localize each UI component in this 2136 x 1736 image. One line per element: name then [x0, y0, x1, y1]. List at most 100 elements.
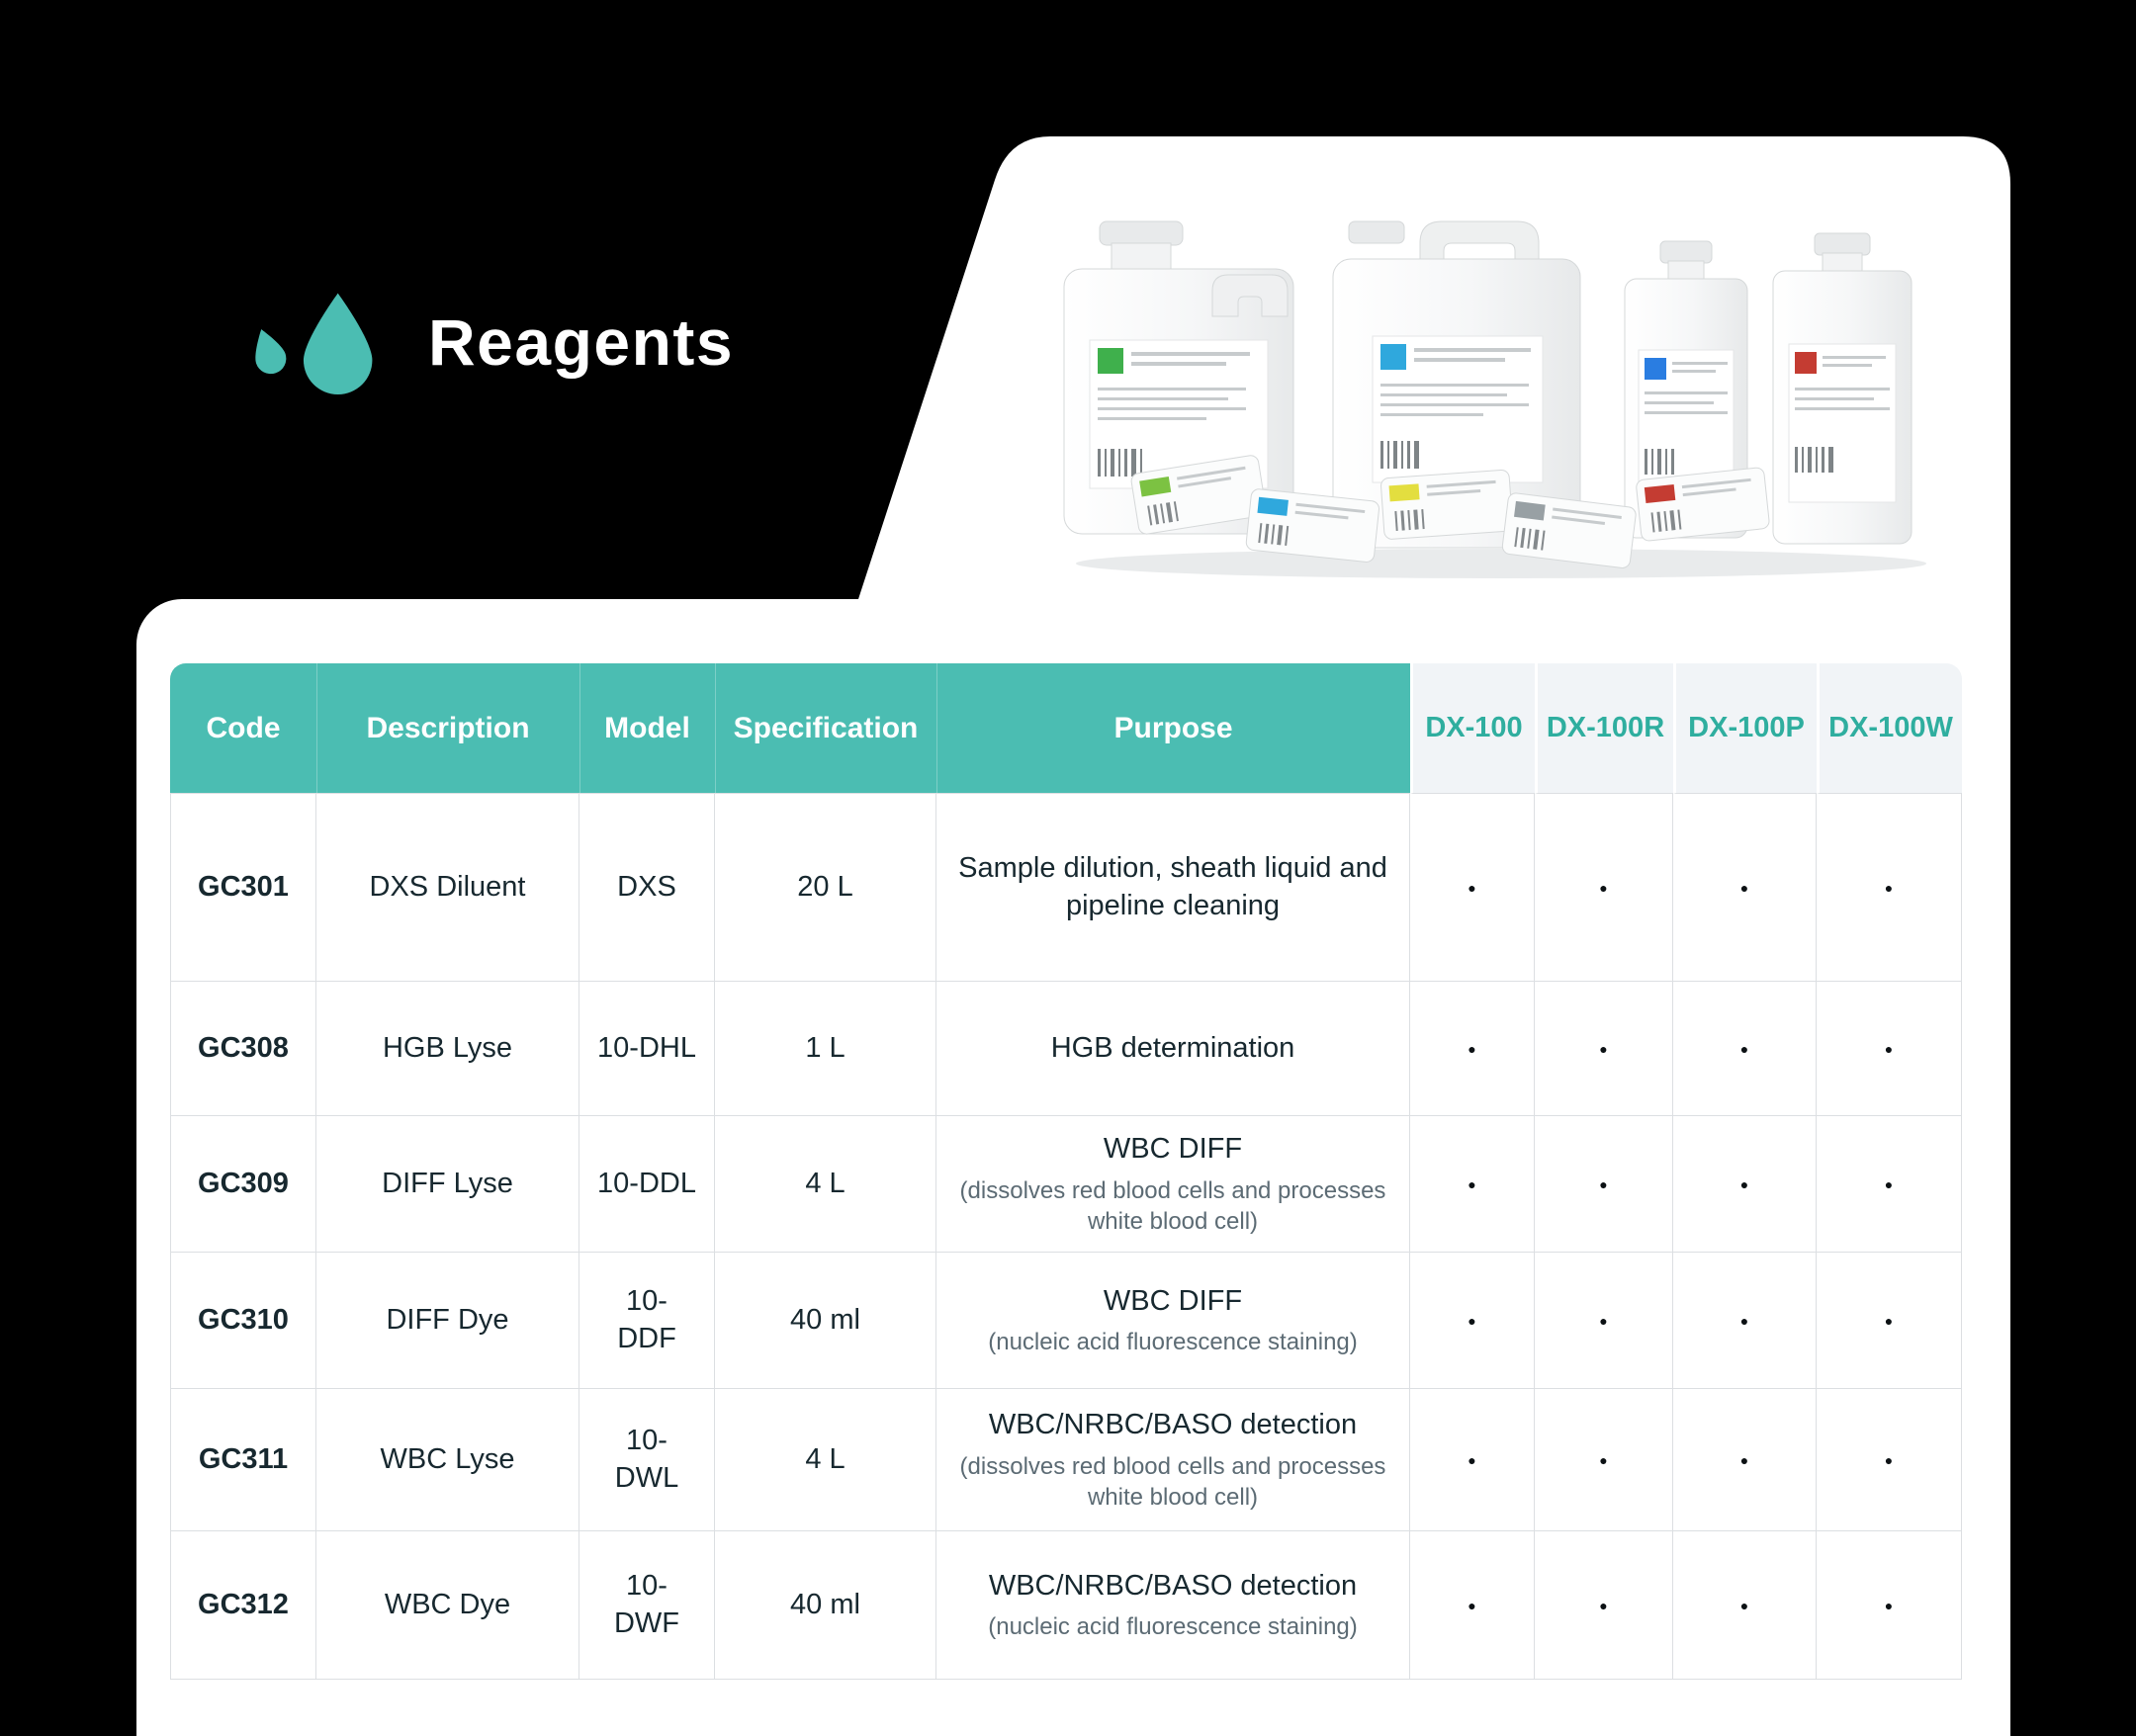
jug-center: [1332, 220, 1581, 549]
cell-purpose: WBC DIFF (dissolves red blood cells and …: [936, 1116, 1410, 1253]
cassette-1: [1130, 455, 1267, 535]
availability-dot: ●: [1468, 1451, 1476, 1468]
content-card: Code Description Model Specification Pur…: [136, 599, 2010, 1736]
availability-dx100r: ●: [1535, 1389, 1673, 1531]
availability-dot: ●: [1739, 1040, 1749, 1057]
cell-description: DIFF Dye: [316, 1253, 579, 1389]
availability-dx100: ●: [1410, 794, 1535, 982]
col-header-model: Model: [579, 663, 715, 794]
availability-dx100w: ●: [1817, 982, 1962, 1116]
cell-specification: 4 L: [715, 1116, 936, 1253]
page-title: Reagents: [428, 305, 735, 379]
purpose-text: WBC/NRBC/BASO detection: [988, 1408, 1358, 1440]
availability-dx100: ●: [1410, 1253, 1535, 1389]
availability-dot: ●: [1739, 879, 1749, 896]
cell-specification: 1 L: [715, 982, 936, 1116]
availability-dx100p: ●: [1673, 1253, 1817, 1389]
cell-model: DXS: [579, 794, 715, 982]
availability-dx100p: ●: [1673, 982, 1817, 1116]
cell-description: WBC Lyse: [316, 1389, 579, 1531]
cassette-4: [1501, 492, 1637, 568]
cell-code: GC309: [170, 1116, 316, 1253]
availability-dx100: ●: [1410, 1389, 1535, 1531]
cell-model: 10-DWF: [579, 1531, 715, 1680]
purpose-text: Sample dilution, sheath liquid and pipel…: [958, 851, 1387, 921]
cell-specification: 40 ml: [715, 1531, 936, 1680]
availability-dot: ●: [1884, 1312, 1894, 1329]
availability-dot: ●: [1884, 879, 1894, 896]
availability-dot: ●: [1599, 1312, 1608, 1329]
availability-dx100r: ●: [1535, 1531, 1673, 1680]
cassette-3: [1380, 469, 1513, 540]
purpose-note: (nucleic acid fluorescence staining): [988, 1329, 1358, 1356]
cell-purpose: HGB determination: [936, 982, 1410, 1116]
reagent-bottles-photo: [1063, 220, 1926, 578]
purpose-text: HGB determination: [1050, 1031, 1295, 1064]
availability-dot: ●: [1599, 879, 1608, 896]
cassette-row: [1130, 455, 1770, 568]
availability-dot: ●: [1468, 1312, 1476, 1329]
cell-model: 10-DDL: [579, 1116, 715, 1253]
cell-specification: 4 L: [715, 1389, 936, 1531]
availability-dx100p: ●: [1673, 1531, 1817, 1680]
availability-dot: ●: [1739, 1175, 1749, 1192]
cell-specification: 20 L: [715, 794, 936, 982]
availability-dot: ●: [1599, 1597, 1608, 1613]
availability-dx100p: ●: [1673, 1389, 1817, 1531]
col-header-dx100: DX-100: [1410, 663, 1535, 794]
availability-dx100r: ●: [1535, 982, 1673, 1116]
availability-dx100r: ●: [1535, 794, 1673, 982]
availability-dot: ●: [1884, 1040, 1894, 1057]
col-header-purpose: Purpose: [936, 663, 1410, 794]
availability-dot: ●: [1468, 1597, 1476, 1613]
cell-model: 10-DDF: [579, 1253, 715, 1389]
droplet-icon: [255, 293, 373, 395]
cell-description: DXS Diluent: [316, 794, 579, 982]
cassette-5: [1636, 467, 1770, 542]
bottle-right-2: [1772, 232, 1913, 545]
availability-dot: ●: [1739, 1451, 1749, 1468]
cassette-2: [1245, 488, 1380, 563]
cell-purpose: WBC/NRBC/BASO detection (dissolves red b…: [936, 1389, 1410, 1531]
availability-dot: ●: [1739, 1597, 1749, 1613]
availability-dot: ●: [1884, 1597, 1894, 1613]
cell-description: WBC Dye: [316, 1531, 579, 1680]
cell-model: 10-DHL: [579, 982, 715, 1116]
availability-dot: ●: [1739, 1312, 1749, 1329]
cell-model: 10-DWL: [579, 1389, 715, 1531]
availability-dx100: ●: [1410, 982, 1535, 1116]
availability-dot: ●: [1884, 1451, 1894, 1468]
availability-dx100p: ●: [1673, 794, 1817, 982]
cell-code: GC310: [170, 1253, 316, 1389]
availability-dx100w: ●: [1817, 1116, 1962, 1253]
availability-dx100: ●: [1410, 1531, 1535, 1680]
availability-dx100w: ●: [1817, 1253, 1962, 1389]
purpose-note: (dissolves red blood cells and processes…: [959, 1452, 1386, 1511]
page: Reagents: [136, 136, 2010, 1736]
availability-dot: ●: [1468, 1040, 1476, 1057]
cell-code: GC311: [170, 1389, 316, 1531]
col-header-dx100p: DX-100P: [1673, 663, 1817, 794]
col-header-description: Description: [316, 663, 579, 794]
purpose-text: WBC DIFF: [1103, 1132, 1243, 1165]
availability-dx100w: ●: [1817, 794, 1962, 982]
col-header-dx100r: DX-100R: [1535, 663, 1673, 794]
cell-purpose: WBC DIFF (nucleic acid fluorescence stai…: [936, 1253, 1410, 1389]
availability-dot: ●: [1599, 1451, 1608, 1468]
cell-purpose: Sample dilution, sheath liquid and pipel…: [936, 794, 1410, 982]
availability-dx100p: ●: [1673, 1116, 1817, 1253]
availability-dx100: ●: [1410, 1116, 1535, 1253]
cell-specification: 40 ml: [715, 1253, 936, 1389]
col-header-code: Code: [170, 663, 316, 794]
availability-dx100w: ●: [1817, 1531, 1962, 1680]
purpose-note: (dissolves red blood cells and processes…: [959, 1176, 1386, 1235]
purpose-text: WBC DIFF: [1103, 1284, 1243, 1317]
purpose-text: WBC/NRBC/BASO detection: [988, 1569, 1358, 1602]
availability-dot: ●: [1599, 1040, 1608, 1057]
availability-dot: ●: [1599, 1175, 1608, 1192]
availability-dx100r: ●: [1535, 1253, 1673, 1389]
brand-header: Reagents: [250, 287, 734, 397]
col-header-specification: Specification: [715, 663, 936, 794]
availability-dot: ●: [1468, 879, 1476, 896]
cell-purpose: WBC/NRBC/BASO detection (nucleic acid fl…: [936, 1531, 1410, 1680]
